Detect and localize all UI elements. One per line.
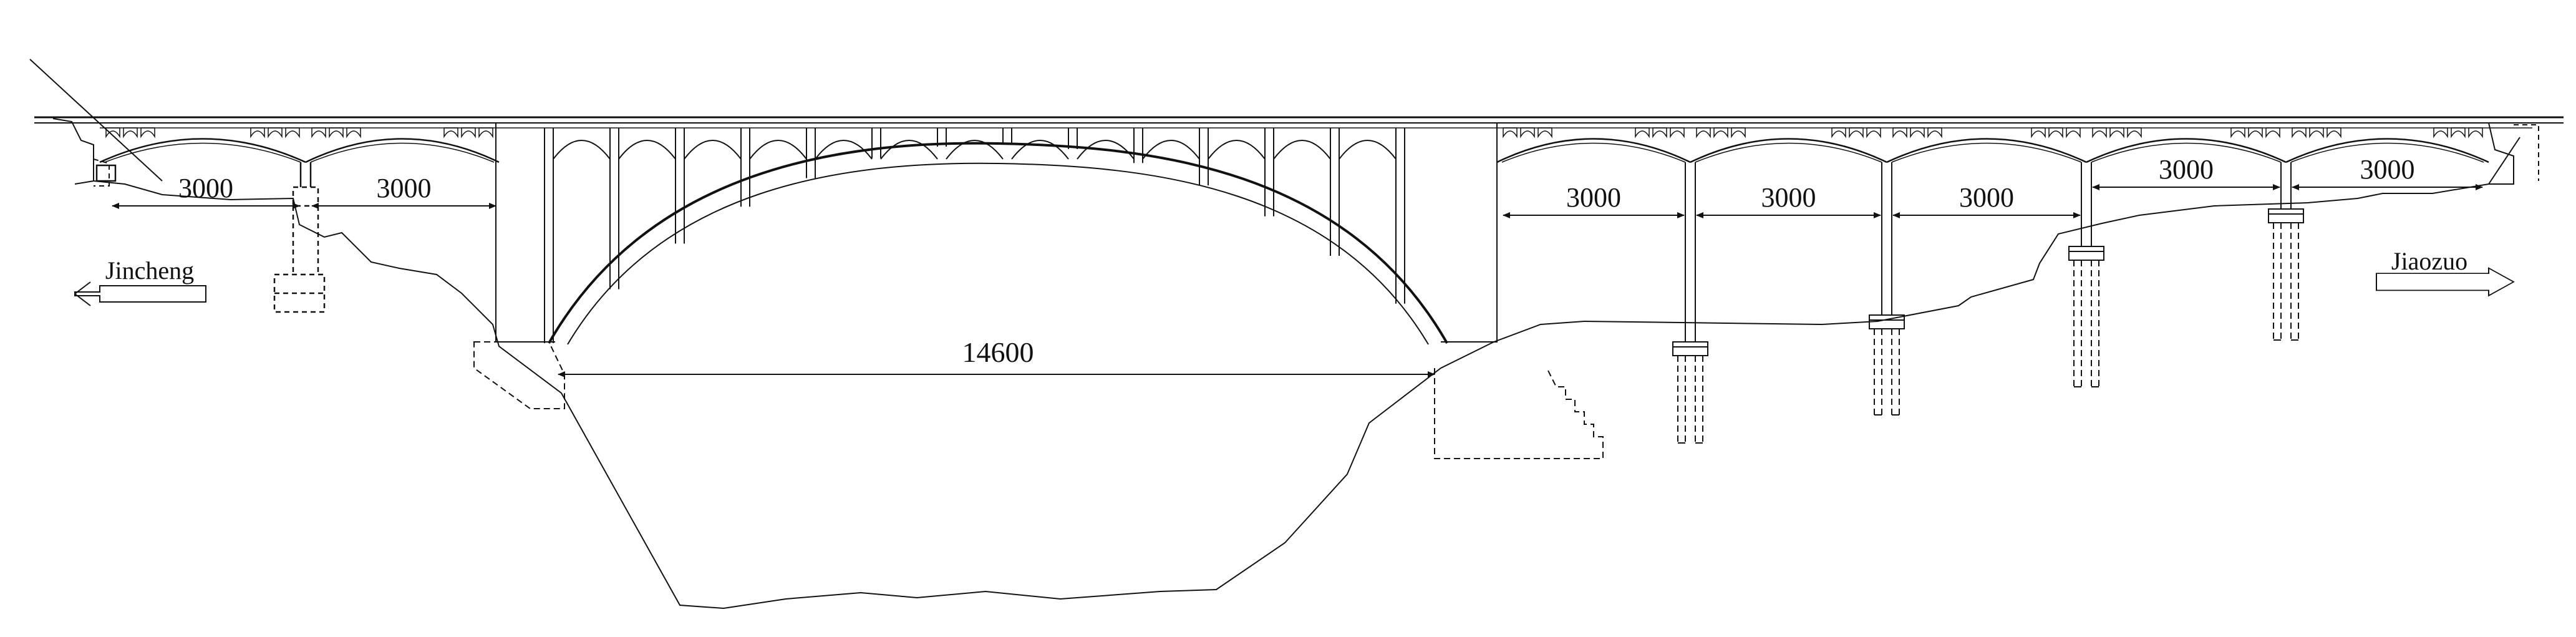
right-span-2-dimension: 3000 [1696,182,1881,218]
right-span-1 [1496,127,1691,163]
right-direction-label: Jiaozuo [2391,247,2467,275]
right-pier-1 [1672,162,1708,444]
right-approach-spans [1496,127,2489,163]
right-span-4-dimension: 3000 [2092,154,2280,190]
right-span-3-dimension: 3000 [1892,182,2081,218]
right-direction-arrow [2376,267,2515,297]
spandrel-arch [1339,140,1397,160]
left-span-1-dimension: 3000 [112,173,300,209]
dimension-lines: 3000 3000 3000 3000 3000 3000 3000 [112,154,2483,218]
spandrel-arch [1077,140,1135,160]
right-span-3 [1886,127,2087,163]
left-span-2 [305,127,500,163]
left-direction: Jincheng [74,256,206,306]
main-span-label: 14600 [962,336,1034,368]
left-direction-arrow [74,281,206,306]
right-span-5-dimension: 3000 [2292,154,2483,190]
main-span-dimension: 14600 [558,336,1435,377]
leader-line [29,59,163,182]
main-arch-spandrel-columns [544,128,1405,343]
spandrel-arch [618,140,676,160]
main-arch [548,142,1448,345]
left-span-1 [99,127,306,163]
right-piers [1496,123,2304,444]
bridge-deck [34,116,2564,129]
right-span-2 [1690,127,1887,163]
left-approach-spans [95,127,500,313]
right-span-2-dimension-label: 3000 [1761,182,1816,213]
spandrel-arch [1208,140,1266,160]
spandrel-arch [684,140,742,160]
right-span-1-dimension: 3000 [1503,182,1685,218]
right-pier-3 [2068,162,2104,387]
main-arch-abutments [473,123,1604,459]
left-span-2-dimension: 3000 [311,173,496,209]
right-span-3-dimension-label: 3000 [1959,182,2014,213]
spandrel-arch [1011,140,1069,160]
spandrel-arch [749,140,807,160]
left-span-1-dimension-label: 3000 [178,173,233,203]
spandrel-arch [553,140,611,160]
right-span-4 [2086,127,2287,163]
right-span-1-dimension-label: 3000 [1566,182,1621,213]
right-pier-4 [2268,162,2304,341]
left-direction-label: Jincheng [105,256,194,284]
right-span-4-dimension-label: 3000 [2159,154,2214,185]
spandrel-arch [815,140,873,160]
spandrel-arch [880,140,938,160]
right-abutment [2488,122,2539,185]
spandrel-arch [946,140,1004,160]
right-span-5-dimension-label: 3000 [2360,154,2415,185]
right-pier-2 [1869,162,1905,416]
left-pier [273,162,326,313]
spandrel-arch [1273,140,1331,160]
left-span-2-dimension-label: 3000 [377,173,432,203]
right-span-5 [2285,127,2489,163]
left-abutment [52,118,110,187]
spandrel-arch [1142,140,1200,160]
ground-profile [93,180,2489,610]
right-direction: Jiaozuo [2376,247,2515,297]
